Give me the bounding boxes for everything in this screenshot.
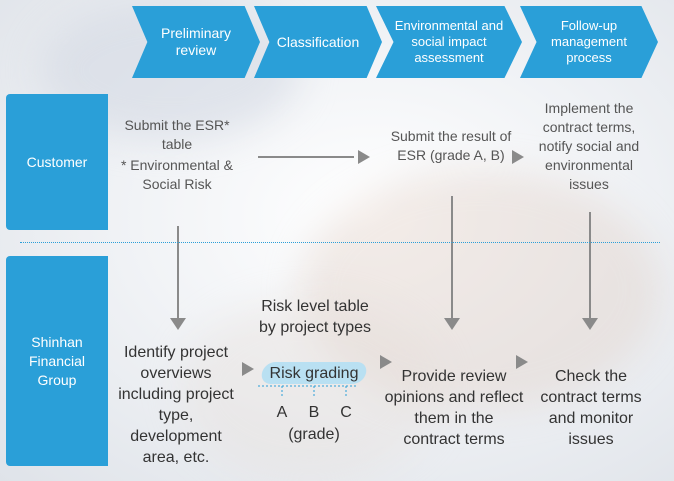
arrow-right-icon — [242, 362, 254, 376]
provide-review-text: Provide review opinions and reflect them… — [384, 368, 524, 448]
risk-grading-label: Risk grading — [269, 365, 359, 382]
risk-level-table-text: Risk level table by project types — [258, 298, 372, 336]
row-header-shinhan-financial-group: Shinhan Financial Group — [6, 256, 108, 466]
step-label: Environmental and social impact assessme… — [394, 18, 504, 65]
grade-a: A — [276, 404, 288, 421]
step-environmental-social-assessment: Environmental and social impact assessme… — [376, 6, 522, 78]
grade-b: B — [308, 404, 320, 421]
esr-submit-text: Submit the ESR* table — [124, 117, 230, 152]
row-header-customer: Customer — [6, 94, 108, 230]
step-follow-up-management: Follow-up management process — [520, 6, 658, 78]
grade-caption: (grade) — [288, 426, 340, 443]
arrow-right-icon — [380, 355, 392, 369]
identify-project-text: Identify project overviews including pro… — [118, 344, 234, 466]
row-header-label: Shinhan Financial Group — [28, 333, 86, 388]
step-classification: Classification — [254, 6, 382, 78]
arrow-down-icon — [444, 318, 460, 330]
esr-footnote: * Environmental & Social Risk — [120, 157, 234, 192]
step-label: Classification — [276, 33, 360, 50]
grade-c: C — [340, 404, 352, 421]
row-divider — [20, 242, 660, 243]
arrow-down-icon — [582, 318, 598, 330]
background-pen-blur — [180, 300, 440, 480]
arrow-right-icon — [358, 150, 370, 164]
check-contract-text: Check the contract terms and monitor iss… — [540, 368, 642, 448]
implement-contract-text: Implement the contract terms, notify soc… — [538, 100, 640, 192]
arrow-right-icon — [512, 150, 524, 164]
arrow-down-icon — [170, 318, 186, 330]
step-label: Preliminary review — [160, 25, 231, 58]
step-preliminary-review: Preliminary review — [132, 6, 260, 78]
row-header-label: Customer — [26, 153, 88, 170]
arrow-right-icon — [516, 355, 528, 369]
step-label: Follow-up management process — [551, 18, 627, 65]
esr-result-text: Submit the result of ESR (grade A, B) — [390, 128, 512, 163]
